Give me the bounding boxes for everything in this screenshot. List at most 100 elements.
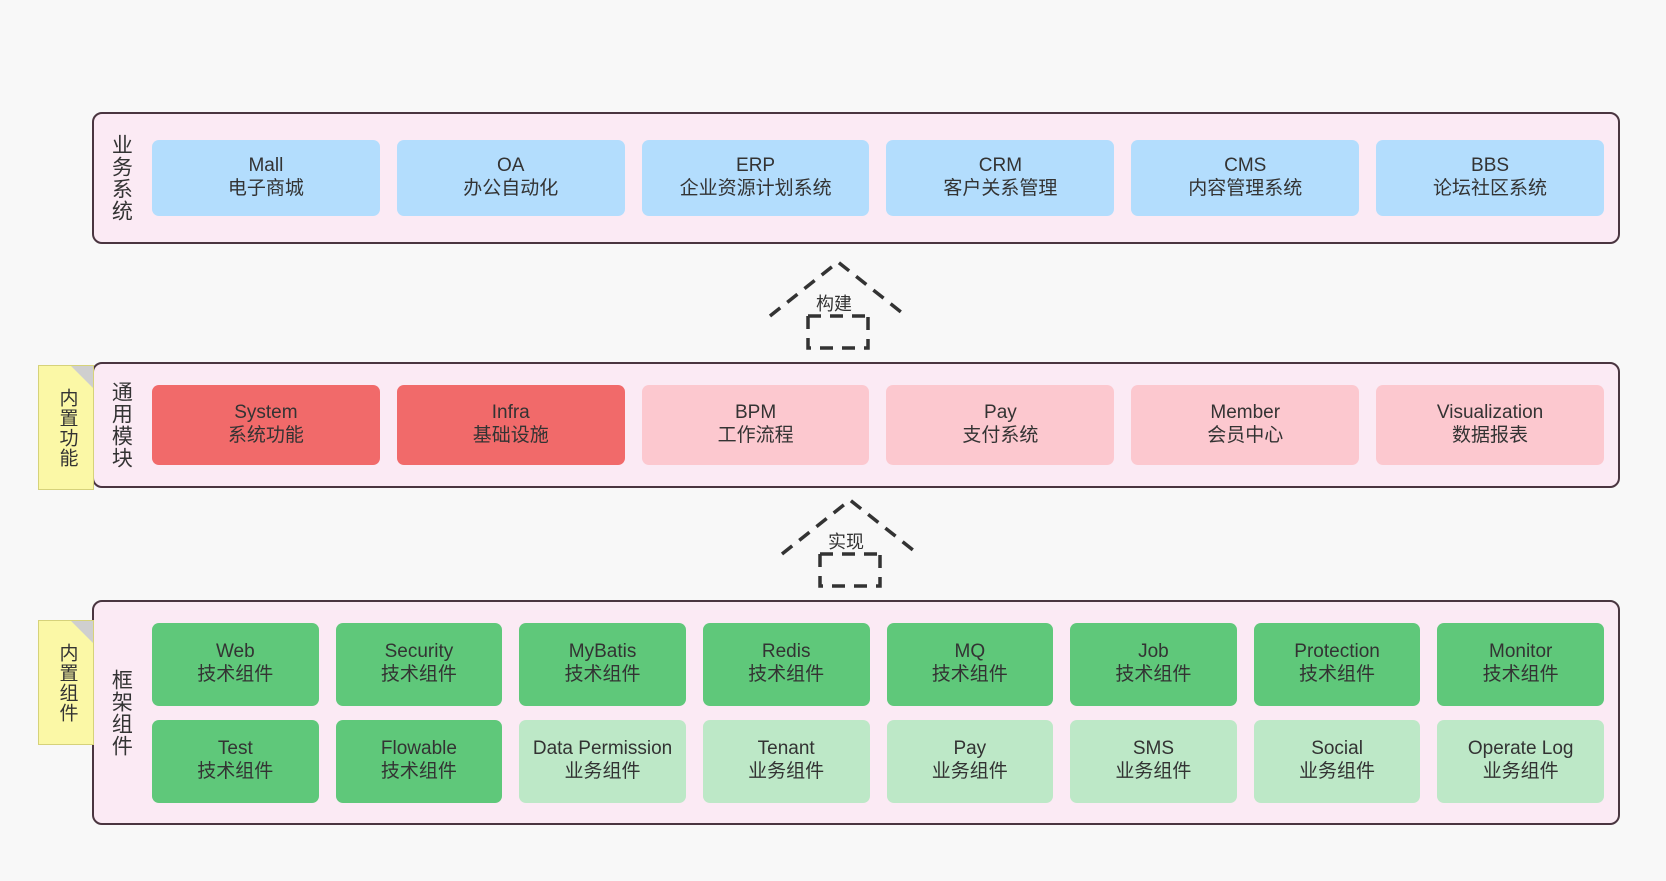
arrow-build-label: 构建 [816, 294, 852, 314]
note-builtin-function-label: 内置功能 [56, 387, 78, 468]
node-monitor-en: Monitor [1489, 641, 1553, 663]
note-builtin-component: 内置组件 [38, 620, 94, 745]
node-mall[interactable]: Mall 电子商城 [152, 140, 380, 216]
node-data-permission-cn: 业务组件 [564, 761, 641, 782]
node-sms-cn: 业务组件 [1115, 761, 1192, 782]
row-module-1: System 系统功能 Infra 基础设施 BPM 工作流程 Pay 支付系统… [152, 385, 1604, 465]
note-builtin-component-label: 内置组件 [56, 642, 78, 723]
node-crm-cn: 客户关系管理 [943, 178, 1058, 199]
node-infra-cn: 基础设施 [472, 425, 549, 446]
row-business-1: Mall 电子商城 OA 办公自动化 ERP 企业资源计划系统 CRM 客户关系… [152, 140, 1604, 216]
node-test-en: Test [217, 738, 253, 760]
node-data-permission-en: Data Permission [532, 738, 673, 760]
layer-title-framework: 框架组件 [109, 668, 133, 757]
layer-body-business: Mall 电子商城 OA 办公自动化 ERP 企业资源计划系统 CRM 客户关系… [146, 114, 1618, 242]
node-visualization-cn: 数据报表 [1452, 425, 1529, 446]
node-cms-cn: 内容管理系统 [1188, 178, 1303, 199]
node-mq[interactable]: MQ 技术组件 [886, 622, 1054, 706]
node-mall-en: Mall [248, 155, 284, 177]
layer-common-modules: 通用模块 System 系统功能 Infra 基础设施 BPM 工作流程 Pay… [92, 362, 1620, 488]
node-bbs-en: BBS [1471, 155, 1510, 177]
node-protection[interactable]: Protection 技术组件 [1253, 622, 1421, 706]
node-sms-en: SMS [1132, 738, 1175, 760]
node-tenant-en: Tenant [757, 738, 815, 760]
node-pay-module-cn: 支付系统 [962, 425, 1039, 446]
node-sms[interactable]: SMS 业务组件 [1070, 719, 1237, 803]
node-security[interactable]: Security 技术组件 [335, 622, 503, 706]
node-test-cn: 技术组件 [197, 761, 274, 782]
node-mybatis[interactable]: MyBatis 技术组件 [519, 622, 686, 706]
layer-title-module: 通用模块 [109, 381, 133, 469]
node-data-permission[interactable]: Data Permission 业务组件 [519, 719, 686, 803]
node-oa-en: OA [497, 155, 525, 177]
node-web[interactable]: Web 技术组件 [152, 622, 319, 706]
node-mall-cn: 电子商城 [227, 178, 304, 199]
node-visualization[interactable]: Visualization 数据报表 [1376, 385, 1604, 465]
arrow-implement: 实现 [770, 496, 930, 588]
node-oa-cn: 办公自动化 [463, 178, 559, 199]
node-web-en: Web [215, 641, 255, 663]
arrow-implement-label: 实现 [828, 532, 864, 552]
node-monitor[interactable]: Monitor 技术组件 [1437, 622, 1604, 706]
node-pay-component-cn: 业务组件 [931, 761, 1008, 782]
layer-business-systems: 业务系统 Mall 电子商城 OA 办公自动化 ERP 企业资源计划系统 CRM… [92, 112, 1620, 244]
node-operate-log-cn: 业务组件 [1482, 761, 1559, 782]
node-pay-module[interactable]: Pay 支付系统 [886, 385, 1115, 465]
node-flowable[interactable]: Flowable 技术组件 [335, 719, 503, 803]
node-mybatis-en: MyBatis [568, 641, 637, 663]
node-job[interactable]: Job 技术组件 [1070, 622, 1237, 706]
node-tenant[interactable]: Tenant 业务组件 [702, 719, 870, 803]
node-system-en: System [234, 402, 298, 424]
node-bbs[interactable]: BBS 论坛社区系统 [1376, 140, 1604, 216]
layer-body-module: System 系统功能 Infra 基础设施 BPM 工作流程 Pay 支付系统… [146, 364, 1618, 486]
node-infra[interactable]: Infra 基础设施 [396, 385, 625, 465]
node-cms[interactable]: CMS 内容管理系统 [1131, 140, 1360, 216]
arrow-build-icon [768, 259, 908, 350]
node-infra-en: Infra [491, 402, 530, 424]
node-member-en: Member [1210, 402, 1281, 424]
node-member[interactable]: Member 会员中心 [1131, 385, 1360, 465]
node-security-cn: 技术组件 [380, 664, 457, 685]
node-oa[interactable]: OA 办公自动化 [396, 140, 625, 216]
node-social[interactable]: Social 业务组件 [1253, 719, 1421, 803]
node-pay-module-en: Pay [984, 402, 1017, 424]
node-social-cn: 业务组件 [1299, 761, 1376, 782]
layer-framework-components: 框架组件 Web 技术组件 Security 技术组件 MyBatis 技术组件… [92, 600, 1620, 825]
node-pay-component-en: Pay [953, 738, 987, 760]
arrow-build: 构建 [758, 258, 918, 350]
node-erp-cn: 企业资源计划系统 [679, 178, 832, 199]
node-protection-en: Protection [1294, 641, 1380, 663]
node-redis[interactable]: Redis 技术组件 [702, 622, 870, 706]
node-pay-component[interactable]: Pay 业务组件 [886, 719, 1054, 803]
node-mq-en: MQ [954, 641, 986, 663]
node-cms-en: CMS [1224, 155, 1267, 177]
node-job-cn: 技术组件 [1115, 664, 1192, 685]
node-erp-en: ERP [736, 155, 776, 177]
node-member-cn: 会员中心 [1207, 425, 1284, 446]
node-operate-log[interactable]: Operate Log 业务组件 [1437, 719, 1604, 803]
node-crm[interactable]: CRM 客户关系管理 [886, 140, 1115, 216]
node-bpm-cn: 工作流程 [717, 425, 794, 446]
node-crm-en: CRM [978, 155, 1023, 177]
layer-body-framework: Web 技术组件 Security 技术组件 MyBatis 技术组件 Redi… [146, 602, 1618, 823]
layer-title-business: 业务系统 [109, 134, 133, 222]
note-builtin-function: 内置功能 [38, 365, 94, 490]
node-tenant-cn: 业务组件 [748, 761, 825, 782]
row-framework-2: Test 技术组件 Flowable 技术组件 Data Permission … [152, 719, 1604, 803]
node-flowable-cn: 技术组件 [380, 761, 457, 782]
node-job-en: Job [1138, 641, 1169, 663]
node-redis-cn: 技术组件 [748, 664, 825, 685]
node-mq-cn: 技术组件 [931, 664, 1008, 685]
node-bpm[interactable]: BPM 工作流程 [641, 385, 870, 465]
node-operate-log-en: Operate Log [1467, 738, 1574, 760]
node-visualization-en: Visualization [1436, 402, 1544, 424]
node-social-en: Social [1311, 738, 1363, 760]
node-bpm-en: BPM [734, 402, 777, 424]
node-test[interactable]: Test 技术组件 [152, 719, 319, 803]
node-erp[interactable]: ERP 企业资源计划系统 [641, 140, 870, 216]
node-system[interactable]: System 系统功能 [152, 385, 380, 465]
arrow-implement-icon [780, 497, 920, 588]
node-flowable-en: Flowable [380, 738, 457, 760]
node-security-en: Security [384, 641, 454, 663]
